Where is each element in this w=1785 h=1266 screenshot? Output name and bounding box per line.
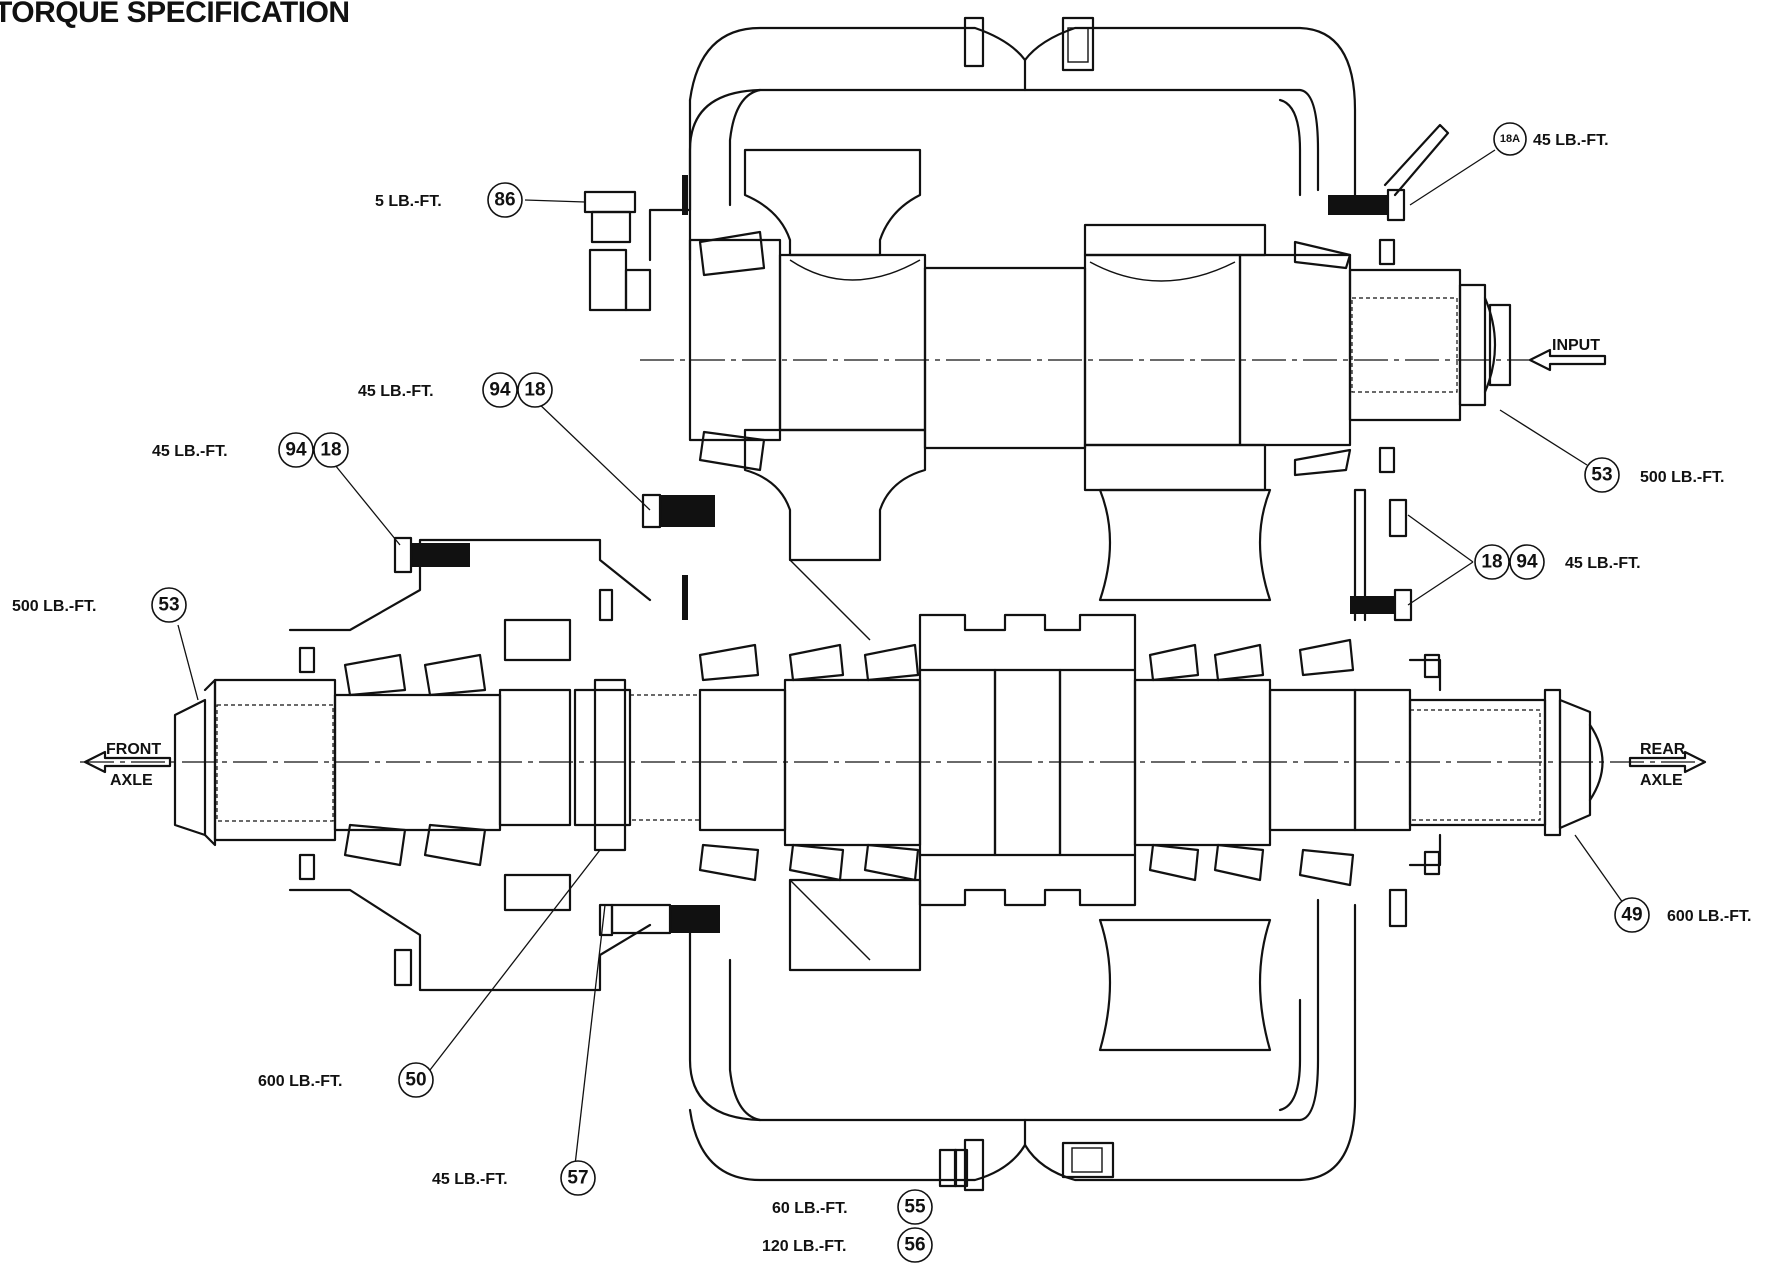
callout-56: 56 — [897, 1227, 933, 1263]
svg-text:86: 86 — [494, 190, 515, 211]
torque-50: 600 LB.-FT. — [258, 1073, 342, 1090]
callout-94-mid: 94 — [482, 372, 518, 408]
callout-18-mid: 18 — [517, 372, 553, 408]
rear-label: REAR — [1640, 741, 1686, 758]
torque-18-94-right: 45 LB.-FT. — [1565, 555, 1641, 572]
svg-text:18A: 18A — [1500, 133, 1520, 145]
input-shaft-assembly — [640, 148, 1530, 562]
callout-53-left: 53 — [151, 587, 187, 623]
front-axle-arrow: FRONT AXLE — [83, 741, 172, 789]
callout-55: 55 — [897, 1189, 933, 1225]
page-title: TORQUE SPECIFICATION — [0, 0, 350, 29]
torque-53-right: 500 LB.-FT. — [1640, 469, 1724, 486]
callout-18-left: 18 — [313, 432, 349, 468]
svg-text:56: 56 — [904, 1235, 925, 1256]
torque-49: 600 LB.-FT. — [1667, 908, 1751, 925]
upper-housing — [648, 16, 1357, 262]
torque-18a: 45 LB.-FT. — [1533, 132, 1609, 149]
front-label: FRONT — [106, 741, 161, 758]
callout-49: 49 — [1614, 897, 1650, 933]
rear-axle-label: AXLE — [1640, 772, 1683, 789]
lower-housing — [688, 898, 1357, 1192]
torque-53-left: 500 LB.-FT. — [12, 598, 96, 615]
front-axle-label: AXLE — [110, 772, 153, 789]
svg-text:18: 18 — [320, 440, 341, 461]
torque-94-18-mid: 45 LB.-FT. — [358, 383, 434, 400]
svg-text:57: 57 — [567, 1168, 588, 1189]
svg-text:18: 18 — [1481, 552, 1502, 573]
output-shaft-assembly — [80, 488, 1700, 1052]
rear-axle-arrow: REAR AXLE — [1628, 741, 1707, 789]
torque-94-18-left: 45 LB.-FT. — [152, 443, 228, 460]
leader-lines — [177, 149, 1629, 1166]
torque-57: 45 LB.-FT. — [432, 1171, 508, 1188]
torque-86: 5 LB.-FT. — [375, 193, 442, 210]
callout-53-right: 53 — [1584, 457, 1620, 493]
callout-18a: 18A — [1493, 122, 1527, 156]
torque-55: 60 LB.-FT. — [772, 1200, 848, 1217]
callout-18-right: 18 — [1474, 544, 1510, 580]
svg-text:53: 53 — [158, 595, 179, 616]
torque-labels: 5 LB.-FT. 45 LB.-FT. 45 LB.-FT. 45 LB.-F… — [12, 132, 1751, 1255]
fasteners — [298, 123, 1450, 1188]
svg-text:94: 94 — [1516, 552, 1538, 573]
torque-56: 120 LB.-FT. — [762, 1238, 846, 1255]
svg-text:55: 55 — [904, 1197, 926, 1218]
svg-text:53: 53 — [1591, 465, 1612, 486]
callout-50: 50 — [398, 1062, 434, 1098]
input-arrow: INPUT — [1528, 337, 1607, 372]
svg-text:50: 50 — [405, 1070, 426, 1091]
callout-86: 86 — [487, 182, 523, 218]
callout-57: 57 — [560, 1160, 596, 1196]
svg-text:94: 94 — [489, 380, 511, 401]
callout-94-right: 94 — [1509, 544, 1545, 580]
svg-text:94: 94 — [285, 440, 307, 461]
svg-text:49: 49 — [1621, 905, 1642, 926]
callout-94-left: 94 — [278, 432, 314, 468]
svg-text:18: 18 — [524, 380, 545, 401]
input-label: INPUT — [1552, 337, 1600, 354]
